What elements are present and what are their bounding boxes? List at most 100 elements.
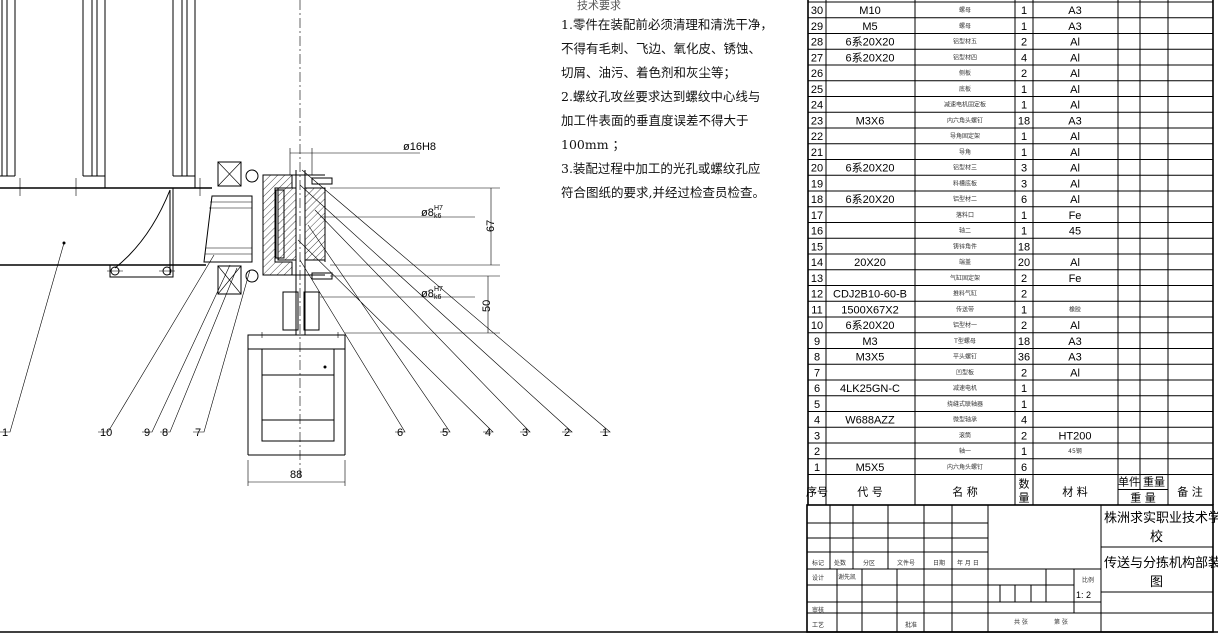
bom-qty: 6 <box>1021 194 1027 206</box>
bom-code: 6系20X20 <box>846 319 895 332</box>
bom-material: A3 <box>1068 352 1081 364</box>
bom-seq: 8 <box>814 352 820 364</box>
bom-qty: 36 <box>1018 352 1030 364</box>
roller <box>203 161 259 295</box>
tb-doc-no: 文件号 <box>897 559 915 567</box>
dim-fit2-lower: k6 <box>434 294 442 301</box>
bom-name: T型螺母 <box>953 337 976 345</box>
bom-seq: 2 <box>814 446 820 458</box>
bom-code: M3 <box>862 336 877 348</box>
bom-code: M5X5 <box>856 462 885 474</box>
dim-bore: ø16H8 <box>403 141 436 153</box>
shaft-housing <box>262 0 333 480</box>
dimensions: ø16H8 ø8 H7 k6 ø8 H7 k6 67 50 88 <box>247 141 500 486</box>
bom-seq: 22 <box>811 131 823 143</box>
bom-code: M3X5 <box>856 352 885 364</box>
bom-seq: 7 <box>814 367 820 379</box>
bom-header-weight: 重量 <box>1143 475 1165 489</box>
tb-scale: 1: 2 <box>1076 590 1091 600</box>
bom-name: 铝型材四 <box>953 53 977 61</box>
dim-fit2: ø8 <box>421 288 434 300</box>
bom-code: 6系20X20 <box>846 193 895 206</box>
bom-name: 导角 <box>959 148 971 156</box>
bom-name: 气缸固定架 <box>950 274 980 282</box>
bom-qty: 2 <box>1021 367 1027 379</box>
callout-label: 3 <box>522 427 528 439</box>
tb-sheets-total: 共 张 <box>1014 618 1028 626</box>
bom-seq: 15 <box>811 241 823 253</box>
bom-seq: 6 <box>814 383 820 395</box>
bom-qty: 2 <box>1021 37 1027 49</box>
bom-material: Al <box>1070 68 1080 80</box>
tb-count: 处数 <box>834 559 846 567</box>
bom-name: 挠缝式联轴器 <box>947 400 983 408</box>
bom-row: 8 M3X5 平头螺钉 36 A3 <box>814 352 1082 364</box>
technical-requirements: 技术要求 1.零件在装配前必须清理和清洗干净， 不得有毛刺、飞边、氧化皮、锈蚀、… <box>561 0 801 205</box>
bom-name: 铝型材五 <box>953 38 977 46</box>
bom-code: 6系20X20 <box>846 162 895 175</box>
drawing-title-cont: 图 <box>1150 575 1163 590</box>
bom-qty: 1 <box>1021 210 1027 222</box>
bom-material: A3 <box>1068 21 1081 33</box>
bom-name: 平头螺钉 <box>953 353 977 361</box>
bom-name: 料槽底板 <box>953 179 977 187</box>
bom-qty: 1 <box>1021 100 1027 112</box>
bom-name: 螺母 <box>959 22 971 30</box>
bom-name: 推料气缸 <box>953 290 977 298</box>
bom-name: 内六角头螺钉 <box>947 116 983 124</box>
bom-qty: 1 <box>1021 446 1027 458</box>
bom-seq: 21 <box>811 147 823 159</box>
bom-qty: 2 <box>1021 430 1027 442</box>
bom-seq: 26 <box>811 68 823 80</box>
bom-name: 铝型材一 <box>953 321 977 329</box>
bom-seq: 5 <box>814 399 820 411</box>
dim-fit2-upper: H7 <box>434 286 443 293</box>
gear-motor <box>247 332 346 456</box>
tb-approve: 批准 <box>905 621 917 629</box>
bom-seq: 27 <box>811 52 823 64</box>
bom-qty: 3 <box>1021 163 1027 175</box>
bom-material: 橡胶 <box>1069 305 1081 313</box>
bom-code: 20X20 <box>854 257 886 269</box>
callout-label: 2 <box>564 427 570 439</box>
tb-mark: 标记 <box>812 559 824 567</box>
bom-name: 传送带 <box>956 305 974 313</box>
bom-seq: 30 <box>811 5 823 17</box>
tb-process: 工艺 <box>812 621 824 629</box>
bom-code: 6系20X20 <box>846 51 895 64</box>
bom-qty: 2 <box>1021 289 1027 301</box>
bom-seq: 4 <box>814 415 820 427</box>
bom-header-material: 材 料 <box>1062 485 1088 499</box>
tb-design: 设计 <box>812 574 824 582</box>
bom-qty: 4 <box>1021 415 1027 427</box>
bom-code: M5 <box>862 21 877 33</box>
bom-name: 减速电机 <box>953 384 977 392</box>
bom-seq: 10 <box>811 320 823 332</box>
school-name: 株洲求实职业技术学 <box>1104 510 1218 526</box>
note-line: 2.螺纹孔攻丝要求达到螺纹中心线与 <box>561 89 761 104</box>
tb-ymd: 年 月 日 <box>957 559 979 567</box>
bom-name: 铸锌角件 <box>953 242 977 250</box>
bom-seq: 9 <box>814 336 820 348</box>
bom-seq: 3 <box>814 430 820 442</box>
dim-height1: 67 <box>485 220 497 232</box>
bom-header-qty-bottom: 量 <box>1019 492 1030 505</box>
